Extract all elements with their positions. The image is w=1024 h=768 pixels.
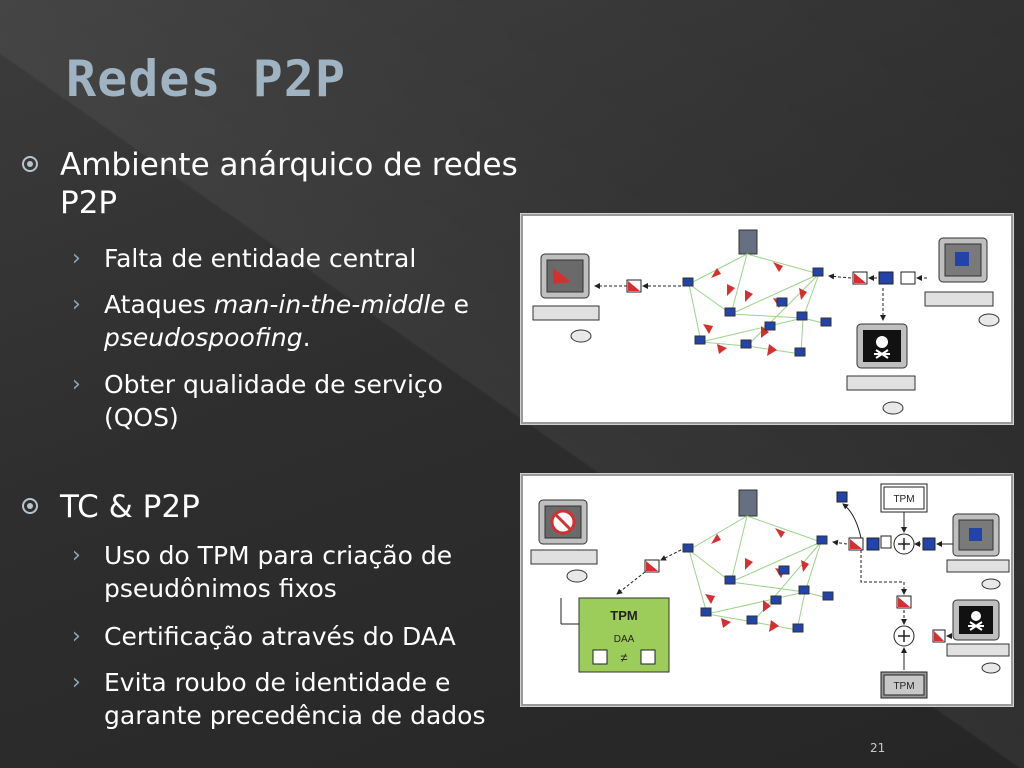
slide-title: Redes P2P	[66, 50, 346, 108]
computer-icon	[532, 253, 600, 343]
chevron-right-icon: ›	[72, 246, 81, 271]
subitem-2-3-text: Evita roubo de identidade e garante prec…	[104, 668, 486, 730]
subitem-1-2-text: Ataques man-in-the-middle e pseudospoofi…	[104, 290, 469, 352]
p2p-attack-diagram-svg	[532, 229, 1000, 415]
page-number: 21	[870, 741, 886, 755]
packet-icon	[922, 537, 936, 551]
chevron-right-icon: ›	[72, 372, 81, 397]
tpm-top-label: TPM	[893, 494, 914, 505]
circle-bullet-icon	[22, 498, 38, 514]
packet-icon	[836, 491, 848, 503]
subitem-1-1-text: Falta de entidade central	[104, 244, 417, 273]
packet-icon	[900, 271, 916, 285]
tpm-bottom-label: TPM	[893, 681, 914, 692]
packet-icon	[866, 537, 880, 551]
bullet-2-text: TC & P2P	[60, 489, 200, 525]
tc-p2p-diagram: TPM DAA ≠	[520, 473, 1014, 707]
attacker-computer-icon	[946, 599, 1010, 674]
p2p-attack-diagram	[520, 213, 1014, 425]
tpm-box-neq: ≠	[620, 650, 627, 665]
subitem-1-3-text: Obter qualidade de serviço (QOS)	[104, 370, 443, 432]
chevron-right-icon: ›	[72, 670, 81, 695]
bullet-1-text: Ambiente anárquico de redes P2P	[60, 147, 518, 221]
blocked-computer-icon	[530, 499, 598, 583]
tc-p2p-diagram-svg: TPM DAA ≠	[530, 483, 1010, 699]
server-icon	[738, 229, 758, 255]
chevron-right-icon: ›	[72, 543, 81, 568]
chevron-right-icon: ›	[72, 292, 81, 317]
network-links	[688, 253, 828, 355]
server-icon	[738, 489, 758, 517]
computer-icon	[946, 513, 1010, 590]
circle-bullet-icon	[22, 156, 38, 172]
chevron-right-icon: ›	[72, 624, 81, 649]
subitem-2-2-text: Certificação através do DAA	[104, 622, 456, 651]
tpm-daa-box: TPM DAA ≠	[578, 597, 670, 673]
computer-icon	[924, 237, 1000, 327]
tpm-bottom-box: TPM	[880, 671, 928, 699]
peer-nodes	[682, 267, 832, 357]
peer-nodes	[682, 535, 834, 633]
tpm-box-title: TPM	[610, 608, 637, 623]
network-links	[688, 515, 828, 631]
red-arrows	[703, 262, 807, 356]
subitem-2-1-text: Uso do TPM para criação de pseudônimos f…	[104, 541, 453, 603]
tpm-box-sub: DAA	[614, 634, 635, 645]
attacker-computer-icon	[846, 323, 916, 415]
tpm-top-box: TPM	[880, 483, 928, 513]
packet-icon	[878, 271, 894, 285]
